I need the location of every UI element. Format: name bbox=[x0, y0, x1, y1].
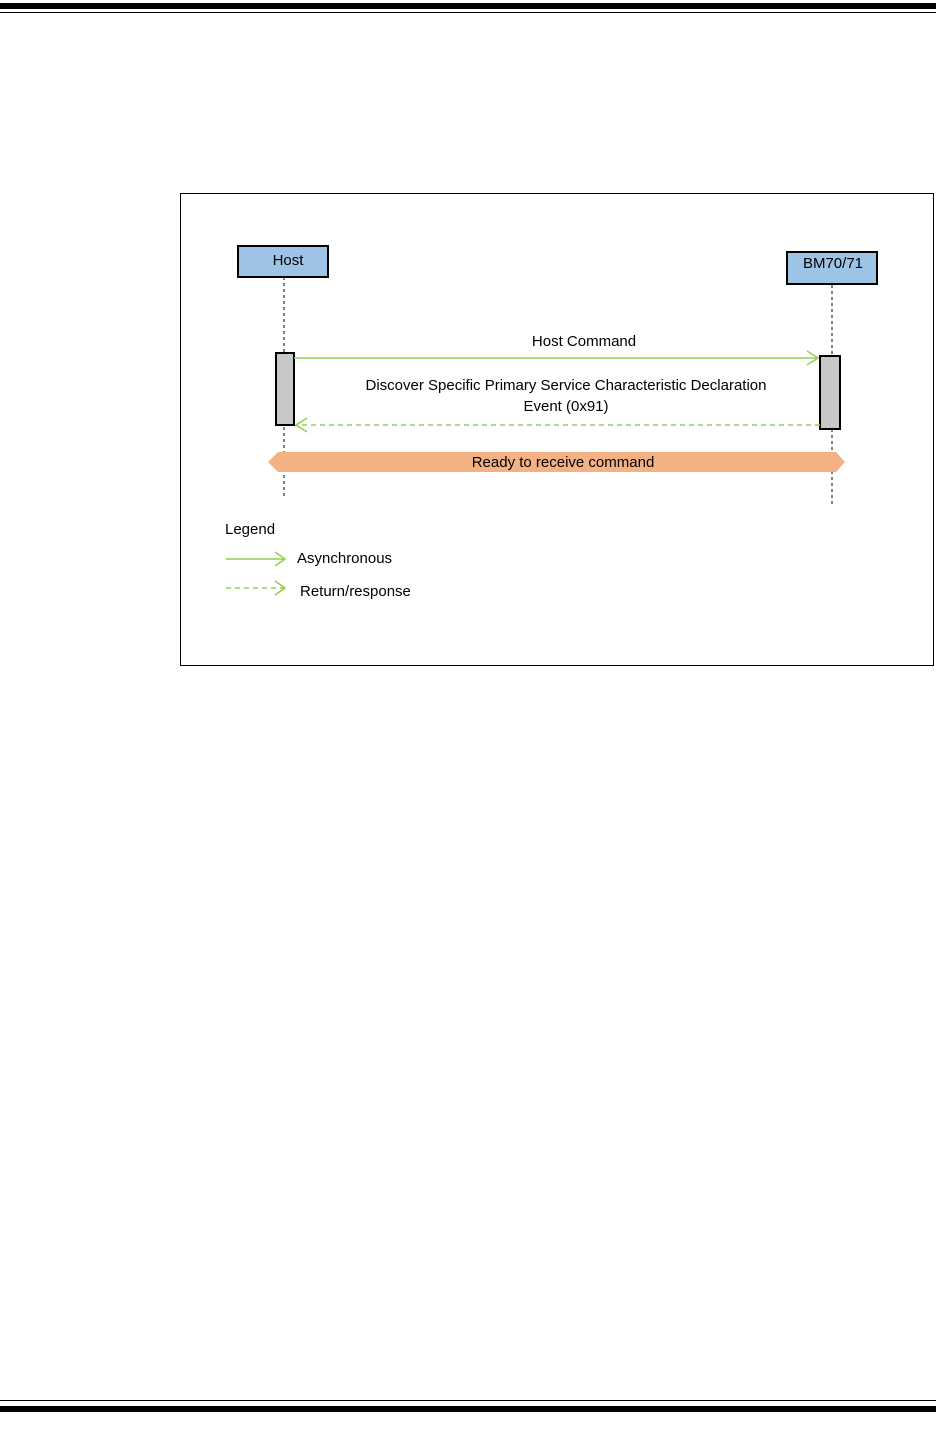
legend-title: Legend bbox=[225, 521, 275, 538]
host-participant-label: Host bbox=[273, 252, 305, 269]
sequence-diagram-canvas: Host BM70/71 Host Command Discover Speci… bbox=[225, 245, 878, 600]
host-participant-box bbox=[237, 245, 329, 278]
event-return-arrowhead bbox=[294, 417, 308, 433]
legend-async-label: Asynchronous bbox=[297, 550, 392, 567]
device-activation-bar bbox=[819, 355, 841, 430]
header-rule-thick bbox=[0, 3, 936, 9]
command-arrowhead bbox=[806, 350, 820, 366]
ready-state-banner bbox=[268, 452, 845, 472]
device-participant-label: BM70/71 bbox=[803, 255, 863, 272]
footer-rule-thin bbox=[0, 1400, 936, 1401]
command-label: Host Command bbox=[532, 333, 636, 350]
sequence-diagram: Host BM70/71 Host Command Discover Speci… bbox=[180, 193, 934, 666]
legend-response-arrowhead bbox=[274, 580, 287, 596]
footer-rule-thick bbox=[0, 1406, 936, 1412]
legend-response-label: Return/response bbox=[300, 583, 411, 600]
legend-async-arrowhead bbox=[274, 551, 287, 567]
event-label-line1: Discover Specific Primary Service Charac… bbox=[366, 377, 767, 394]
ready-state-label: Ready to receive command bbox=[472, 454, 655, 471]
host-activation-bar bbox=[275, 352, 295, 426]
device-participant-box bbox=[786, 251, 878, 285]
event-label-line2: Event (0x91) bbox=[523, 398, 608, 415]
header-rule-thin bbox=[0, 12, 936, 13]
